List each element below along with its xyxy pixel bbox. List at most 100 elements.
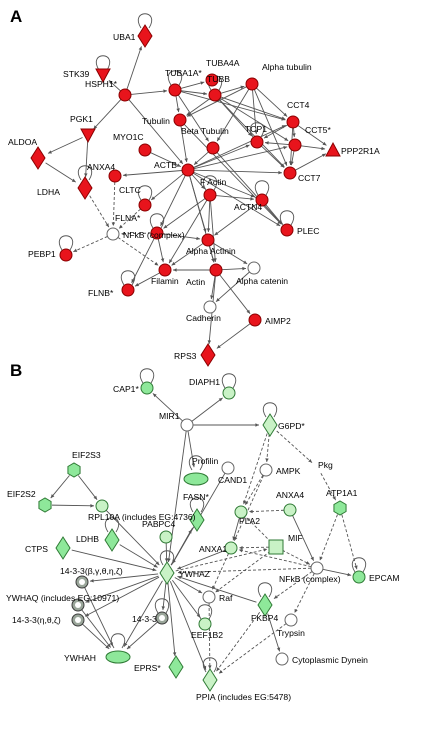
edge-arrowhead	[242, 266, 247, 271]
node-stk39	[95, 68, 111, 84]
node-x1433-inner	[159, 615, 165, 621]
node-eif2s3-label: EIF2S3	[72, 450, 101, 460]
node-fkbp4-label: FKBP4	[251, 613, 278, 623]
edge	[219, 274, 251, 314]
edge-arrowhead	[89, 579, 94, 583]
edge-arrowhead	[152, 393, 157, 398]
edge-arrowhead	[47, 150, 52, 154]
node-tuba4a-label: TUBA4A	[206, 58, 240, 68]
edge	[210, 200, 216, 263]
edge	[215, 271, 250, 303]
edge	[244, 474, 264, 506]
self-loop-edge	[111, 633, 125, 649]
node-mir1	[180, 418, 194, 432]
edge	[219, 97, 289, 142]
node-uba1-label: UBA1	[113, 32, 136, 42]
self-loop-edge	[138, 185, 152, 201]
edge-arrowhead	[50, 494, 55, 499]
edge-arrowhead	[255, 423, 259, 427]
node-actn4	[255, 193, 269, 207]
node-fasn-label: FASN*	[183, 492, 209, 502]
edge-arrowhead	[216, 667, 221, 672]
edge	[171, 243, 204, 266]
node-x1433etz-label: 14-3-3(η,θ,ζ)	[12, 615, 61, 625]
node-ldha-label: LDHA	[37, 187, 60, 197]
node-epcam-label: EPCAM	[369, 573, 400, 583]
edge	[89, 573, 159, 582]
edge-arrowhead	[218, 397, 223, 402]
edge-arrowhead	[208, 665, 212, 670]
node-ppia	[202, 668, 218, 692]
edge-arrowhead	[73, 248, 78, 252]
node-cadherin-label: Cadherin	[186, 313, 221, 323]
edge	[243, 433, 268, 505]
edge-arrowhead	[200, 81, 205, 85]
node-tubulin	[173, 113, 187, 127]
node-atp1a1-label: ATP1A1	[326, 488, 358, 498]
node-eprs	[168, 655, 184, 679]
edge-arrowhead	[283, 161, 288, 166]
edge	[193, 171, 255, 198]
edge	[50, 475, 70, 499]
self-loop-edge	[263, 402, 277, 418]
edge-arrowhead	[207, 340, 212, 345]
edge-arrowhead	[280, 163, 285, 168]
edge	[218, 623, 287, 674]
edge	[71, 549, 157, 571]
edge-arrowhead	[105, 645, 110, 649]
node-cct5	[288, 138, 302, 152]
edge	[84, 576, 160, 617]
node-tubb-label: TUBB	[207, 74, 230, 84]
edge	[282, 549, 311, 565]
edge	[319, 514, 338, 561]
node-eprs-label: EPRS*	[134, 663, 161, 673]
edge-arrowhead	[184, 158, 188, 163]
node-cap1-label: CAP1*	[113, 384, 139, 394]
self-loop-edge	[105, 517, 119, 533]
node-cytodyn	[275, 652, 289, 666]
node-x1433etz-inner	[75, 617, 81, 623]
node-ampk-label: AMPK	[276, 466, 301, 476]
edge-arrowhead	[171, 261, 176, 266]
edge-arrowhead	[196, 236, 201, 241]
edge	[130, 90, 168, 95]
edge-arrowhead	[118, 224, 123, 229]
edge	[322, 568, 352, 576]
edge-arrowhead	[215, 298, 220, 302]
edge	[180, 81, 205, 89]
edge-arrowhead	[248, 509, 253, 514]
node-mif-label: MIF	[288, 533, 303, 543]
edge	[320, 473, 337, 501]
edge-arrowhead	[308, 458, 313, 463]
edge	[105, 509, 160, 566]
edge	[273, 571, 313, 599]
edge-arrowhead	[163, 224, 168, 229]
edge-arrowhead	[151, 196, 156, 200]
edge	[163, 198, 206, 229]
node-actin-label: Actin	[186, 277, 205, 287]
edge-arrowhead	[210, 295, 214, 300]
edge	[221, 267, 247, 271]
edge	[193, 124, 286, 168]
edge	[85, 575, 159, 603]
node-alphatub-label: Alpha tubulin	[262, 62, 312, 72]
edge	[169, 581, 207, 670]
edge-arrowhead	[135, 282, 140, 287]
edge	[177, 549, 226, 570]
node-rpl10a-label: RPL10A (includes EG:4736)	[88, 512, 196, 522]
node-pla2-label: PLA2	[239, 516, 260, 526]
self-loop-edge	[258, 582, 272, 598]
node-anxa4	[283, 503, 297, 517]
node-cct4	[286, 115, 300, 129]
edge	[93, 99, 122, 130]
node-hsph1-label: HSPH1*	[85, 79, 118, 89]
edge	[160, 175, 186, 227]
node-flna-label: FLNA*	[115, 213, 141, 223]
edge	[174, 577, 203, 594]
edge	[168, 199, 208, 264]
self-loop-edge	[59, 235, 73, 251]
node-cap1	[140, 381, 154, 395]
node-anxa1	[224, 541, 238, 555]
edge-arrowhead	[263, 548, 268, 552]
